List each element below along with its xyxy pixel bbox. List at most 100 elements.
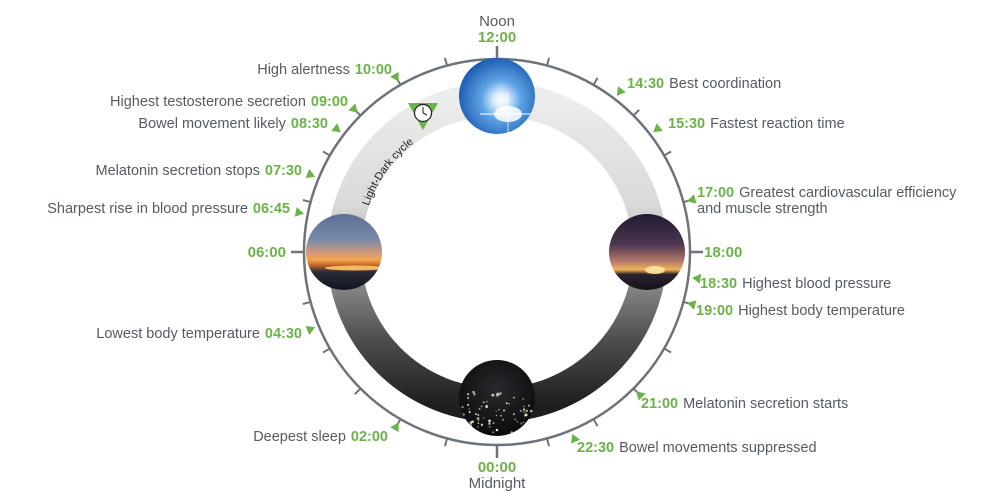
city-light xyxy=(495,393,498,396)
event-marker-triangle xyxy=(692,273,702,284)
city-light xyxy=(514,418,516,421)
city-light xyxy=(528,429,532,433)
city-light xyxy=(485,405,489,409)
city-light xyxy=(523,415,526,417)
six-am-time: 06:00 xyxy=(248,244,286,261)
noon-time: 12:00 xyxy=(478,29,516,46)
six-pm-time: 18:00 xyxy=(704,244,742,261)
city-light xyxy=(480,405,483,408)
city-light xyxy=(523,410,525,413)
event-marker-triangle xyxy=(305,325,316,336)
event-marker-triangle xyxy=(616,86,626,96)
city-light xyxy=(469,423,473,427)
dial-tick xyxy=(444,57,449,66)
city-light xyxy=(503,409,505,412)
city-light xyxy=(516,420,519,423)
dial-tick xyxy=(322,150,331,157)
city-light xyxy=(527,404,530,407)
dial-tick xyxy=(632,109,640,117)
sunset-image xyxy=(609,214,685,290)
dial-tick xyxy=(663,347,672,354)
city-light xyxy=(483,417,485,419)
city-light xyxy=(472,390,475,394)
event-marker-triangle xyxy=(331,123,341,133)
event-label-continued: and muscle strength xyxy=(697,201,828,217)
city-light xyxy=(488,426,491,428)
city-light xyxy=(527,424,530,427)
city-light xyxy=(488,419,491,423)
city-light xyxy=(530,418,533,421)
clock-icon xyxy=(408,103,438,130)
city-light xyxy=(461,405,464,409)
city-light xyxy=(468,408,471,410)
city-light xyxy=(491,393,495,397)
event-marker-triangle xyxy=(570,433,581,444)
city-light xyxy=(472,392,476,396)
city-light xyxy=(510,431,513,434)
city-light xyxy=(523,405,526,408)
city-light xyxy=(492,422,495,424)
dial-tick xyxy=(354,387,362,395)
event-marker-triangle xyxy=(390,71,399,82)
city-light xyxy=(470,421,473,424)
city-light xyxy=(513,396,515,399)
dial-tick xyxy=(545,438,550,447)
city-light xyxy=(500,415,502,417)
city-light xyxy=(482,401,485,404)
light-dark-ring xyxy=(327,82,667,422)
dial-tick xyxy=(592,418,599,427)
dial-tick xyxy=(592,77,599,86)
city-light xyxy=(522,408,526,411)
city-light xyxy=(495,410,497,412)
event-marker-triangle xyxy=(636,391,646,401)
city-light xyxy=(525,409,529,413)
city-light xyxy=(477,422,480,424)
event-marker-triangle xyxy=(348,103,358,113)
midnight-label: Midnight xyxy=(469,475,527,491)
city-light xyxy=(480,423,484,427)
city-light xyxy=(467,403,470,406)
city-light xyxy=(497,392,499,395)
city-light xyxy=(498,393,501,396)
event-marker-triangle xyxy=(687,194,697,204)
city-light xyxy=(498,408,500,411)
city-light xyxy=(478,407,481,410)
city-light xyxy=(492,431,494,433)
city-light xyxy=(512,413,516,416)
event-marker-triangle xyxy=(653,123,663,133)
daytime-sun-sky-image xyxy=(459,58,535,134)
night-city-lights-image xyxy=(459,360,535,436)
city-light xyxy=(477,426,479,428)
event-marker-triangle xyxy=(305,168,316,179)
city-light xyxy=(519,409,522,412)
city-light xyxy=(502,418,505,421)
dial-tick xyxy=(322,347,331,354)
midnight-time: 00:00 xyxy=(478,459,516,476)
city-light xyxy=(477,414,480,416)
city-light xyxy=(465,422,468,425)
city-light xyxy=(467,394,469,396)
city-light xyxy=(529,409,533,413)
city-light xyxy=(505,402,508,405)
city-light xyxy=(477,419,480,421)
city-light xyxy=(467,397,470,399)
city-light xyxy=(495,414,498,417)
dial-tick xyxy=(302,300,311,305)
city-light xyxy=(468,411,471,414)
city-light xyxy=(476,416,480,420)
event-markers xyxy=(294,71,702,444)
noon-label: Noon xyxy=(479,13,515,30)
